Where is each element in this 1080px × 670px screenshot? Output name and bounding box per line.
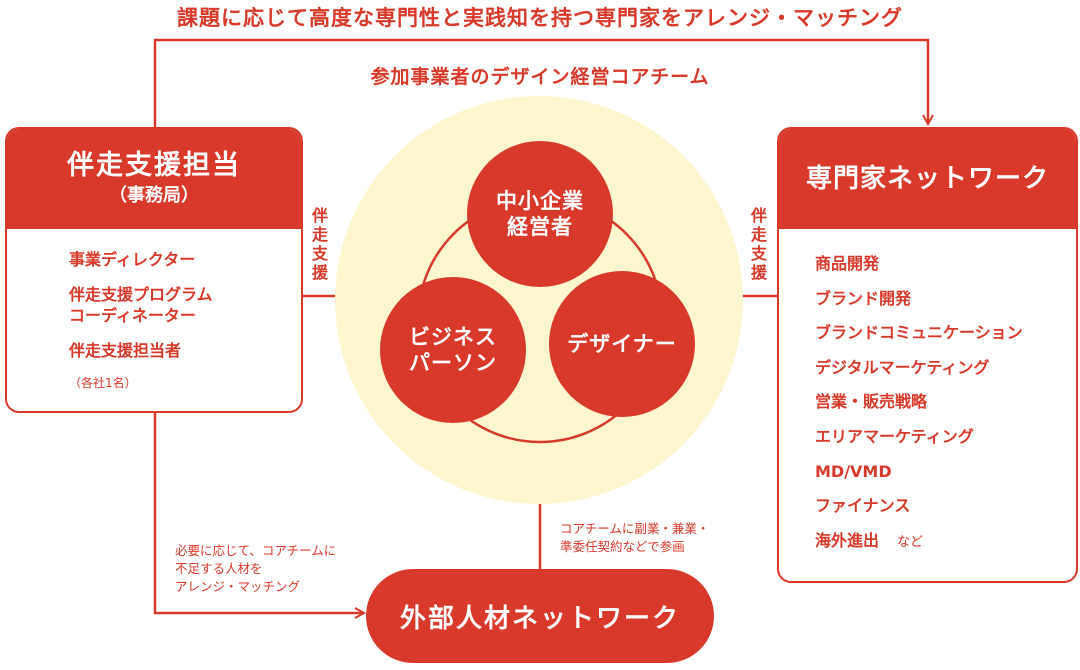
expert-network-panel: 専門家ネットワーク 商品開発 ブランド開発 ブランドコミュニケーション デジタル…: [777, 127, 1078, 583]
external-talent-network: 外部人材ネットワーク: [366, 569, 714, 663]
list-item: 事業ディレクター: [69, 250, 196, 269]
support-staff-subtitle: （事務局）: [109, 185, 199, 206]
support-staff-title: 伴走支援担当: [67, 150, 241, 181]
list-item: 伴走支援プログラム コーディネーター: [69, 284, 301, 326]
note-line: 準委任契約などで参画: [560, 539, 685, 554]
note-line: アレンジ・マッチング: [175, 579, 301, 594]
note-line: コアチームに副業・兼業・: [560, 521, 710, 536]
list-item: 伴走支援担当者: [69, 341, 182, 360]
support-staff-header: 伴走支援担当 （事務局）: [7, 129, 301, 229]
circle-business-person: ビジネスパーソン: [380, 277, 526, 423]
list-item-line2: コーディネーター: [69, 306, 196, 325]
support-staff-list: 事業ディレクター 伴走支援プログラム コーディネーター 伴走支援担当者 （各社1…: [7, 229, 301, 394]
list-item-text: 海外進出: [815, 530, 880, 550]
bottom-left-note: 必要に応じて、コアチームに 不足する人材を アレンジ・マッチング: [175, 542, 375, 596]
circle-top-line1: 中小企業: [496, 189, 584, 213]
bottom-right-note: コアチームに副業・兼業・ 準委任契約などで参画: [560, 520, 760, 556]
circle-sme-manager: 中小企業経営者: [467, 141, 613, 287]
circle-left-line2: パーソン: [409, 351, 497, 375]
list-item: 海外進出 など: [815, 524, 1076, 559]
list-item: エリアマーケティング: [815, 426, 974, 446]
list-item: 営業・販売戦略: [815, 392, 928, 412]
list-item-line1: 伴走支援プログラム: [69, 285, 213, 304]
expert-network-title: 専門家ネットワーク: [779, 129, 1076, 229]
support-label-right: 伴走支援: [750, 206, 767, 282]
core-team-title: 参加事業者のデザイン経営コアチーム: [370, 66, 710, 88]
list-item: ファイナンス: [815, 496, 911, 516]
support-label-left: 伴走支援: [311, 206, 328, 282]
circle-left-line1: ビジネス: [409, 325, 497, 349]
list-item: 商品開発: [815, 254, 880, 273]
list-item: ブランドコミュニケーション: [815, 323, 1023, 343]
circle-designer: デザイナー: [549, 271, 695, 417]
top-bracket-arrow: [153, 38, 928, 127]
expert-network-list: 商品開発 ブランド開発 ブランドコミュニケーション デジタルマーケティング 営業…: [779, 229, 1076, 558]
support-staff-panel: 伴走支援担当 （事務局） 事業ディレクター 伴走支援プログラム コーディネーター…: [5, 127, 303, 413]
list-suffix: など: [897, 534, 924, 550]
bottom-left-arrow: [153, 413, 364, 613]
note-line: 必要に応じて、コアチームに: [175, 543, 337, 558]
note-line: 不足する人材を: [175, 561, 263, 576]
circle-top-line2: 経営者: [507, 215, 573, 239]
list-note: （各社1名）: [69, 376, 137, 390]
top-title: 課題に応じて高度な専門性と実践知を持つ専門家をアレンジ・マッチング: [177, 6, 903, 30]
list-item: MD/VMD: [815, 461, 892, 481]
list-item: ブランド開発: [815, 288, 912, 308]
list-item: デジタルマーケティング: [815, 357, 990, 377]
